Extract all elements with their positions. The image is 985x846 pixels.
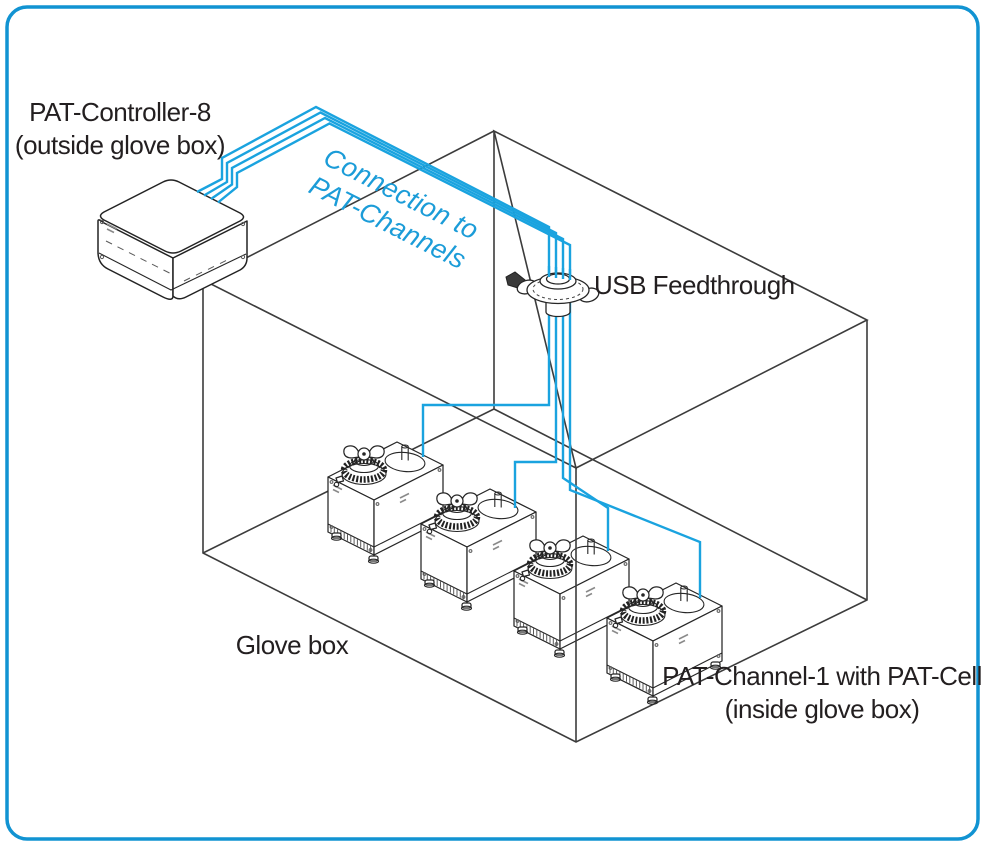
usb-cable-bundle bbox=[196, 105, 702, 598]
border-frame bbox=[5, 5, 980, 841]
glove-box-label: Glove box bbox=[235, 630, 349, 660]
usb-feedthrough-label: USB Feedthrough bbox=[594, 270, 795, 300]
pat-controller-illustration bbox=[97, 179, 248, 300]
controller-label: PAT-Controller-8 (outside glove box) bbox=[8, 96, 232, 162]
controller-label-line2: (outside glove box) bbox=[14, 130, 226, 160]
pat-channel-label-line2: (inside glove box) bbox=[724, 694, 920, 724]
controller-label-line1: PAT-Controller-8 bbox=[29, 97, 211, 127]
pat-channel-label-line1: PAT-Channel-1 with PAT-Cell bbox=[662, 661, 982, 691]
usb-feedthrough-illustration bbox=[505, 266, 600, 318]
cable-stubs bbox=[547, 266, 572, 280]
pat-channel-label: PAT-Channel-1 with PAT-Cell (inside glov… bbox=[642, 660, 985, 726]
